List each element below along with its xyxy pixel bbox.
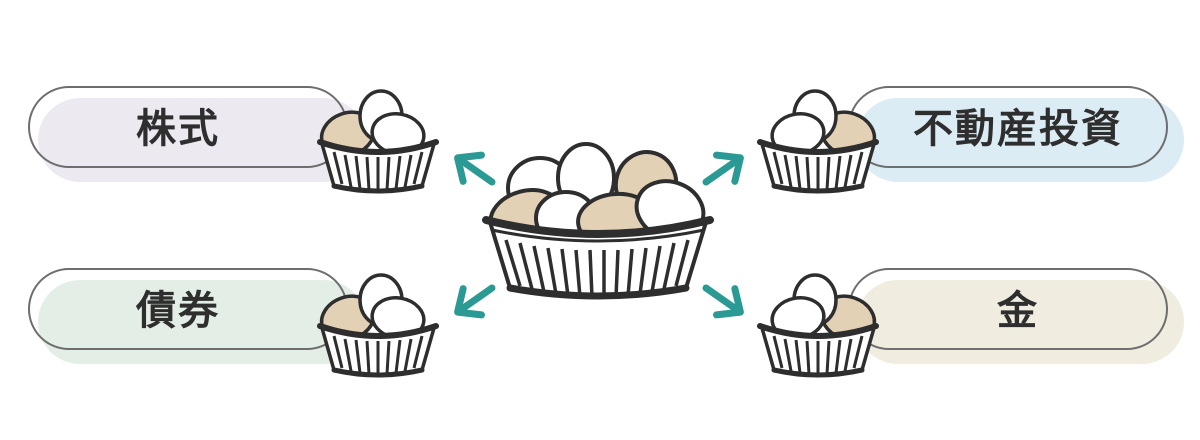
asset-card-real-estate: 不動産投資 xyxy=(848,86,1184,182)
egg-basket-icon xyxy=(760,91,881,191)
asset-card-stocks: 株式 xyxy=(28,86,366,182)
asset-label-real-estate: 不動産投資 xyxy=(913,106,1123,152)
egg-basket-icon xyxy=(482,142,714,300)
asset-card-bonds: 債券 xyxy=(28,268,366,364)
egg-basket-icon xyxy=(760,275,881,375)
egg-basket-icon xyxy=(315,275,436,375)
egg-basket-icon xyxy=(315,91,436,191)
arrow-icon xyxy=(697,145,750,195)
arrow-icon xyxy=(448,275,501,325)
arrow-icon xyxy=(697,275,750,325)
asset-label-gold: 金 xyxy=(997,288,1039,334)
asset-label-stocks: 株式 xyxy=(136,106,220,152)
asset-label-bonds: 債券 xyxy=(136,288,220,334)
arrow-icon xyxy=(448,145,501,195)
